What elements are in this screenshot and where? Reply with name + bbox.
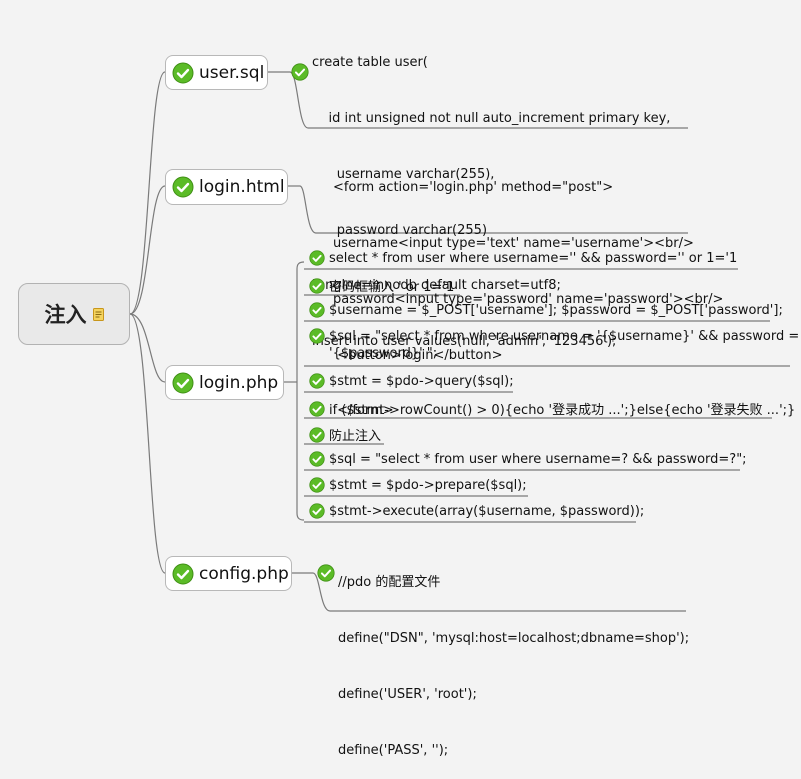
topic-label: login.php bbox=[199, 372, 279, 393]
check-icon bbox=[309, 400, 325, 417]
list-item[interactable]: select * from user where username='' && … bbox=[309, 250, 737, 266]
check-icon bbox=[309, 503, 325, 519]
code-note: //pdo 的配置文件 define("DSN", 'mysql:host=lo… bbox=[338, 537, 689, 779]
topic-user-sql[interactable]: user.sql bbox=[165, 55, 268, 90]
item-text: select * from user where username='' && … bbox=[329, 250, 738, 266]
code-line: username varchar(255), bbox=[312, 166, 495, 182]
check-icon bbox=[172, 563, 194, 585]
check-icon bbox=[309, 302, 325, 318]
code-line: )engine=innodb default charset=utf8; bbox=[312, 278, 561, 294]
code-line: define('USER', 'root'); bbox=[338, 686, 477, 702]
check-icon bbox=[309, 477, 325, 493]
list-item-continuation: '{$password}' "; bbox=[329, 346, 437, 361]
check-icon bbox=[309, 426, 325, 443]
item-text: $sql = "select * from user where usernam… bbox=[329, 451, 747, 467]
item-text: $sql = "select * from where username = '… bbox=[329, 328, 800, 344]
check-icon bbox=[291, 63, 309, 81]
root-label: 注入 bbox=[44, 303, 87, 327]
check-icon bbox=[309, 373, 325, 389]
item-text: $username = $_POST['username']; $passwor… bbox=[329, 302, 783, 318]
list-item[interactable]: $sql = "select * from where username = '… bbox=[309, 328, 799, 344]
root-topic[interactable]: 注入 bbox=[18, 283, 130, 345]
check-icon bbox=[309, 451, 325, 467]
code-line: insert into user values(null, 'admin', '… bbox=[312, 334, 617, 350]
check-icon bbox=[172, 62, 194, 84]
item-text: $stmt = $pdo->prepare($sql); bbox=[329, 477, 527, 493]
item-text: 防止注入 bbox=[329, 429, 382, 444]
topic-login-html[interactable]: login.html bbox=[165, 169, 288, 205]
list-item[interactable]: $stmt = $pdo->query($sql); bbox=[309, 373, 514, 389]
code-note: <form action='login.php' method="post"> … bbox=[333, 142, 723, 440]
topic-login-php[interactable]: login.php bbox=[165, 365, 284, 400]
topic-label: config.php bbox=[199, 563, 289, 584]
code-line: <button>login</button> bbox=[333, 347, 503, 363]
code-line: password<input type='password' name='pas… bbox=[333, 291, 724, 307]
list-item[interactable]: $stmt->execute(array($username, $passwor… bbox=[309, 503, 644, 519]
check-icon bbox=[309, 328, 325, 344]
code-line: password varchar(255) bbox=[312, 222, 488, 238]
check-icon bbox=[172, 372, 194, 394]
check-icon bbox=[309, 250, 325, 266]
list-item[interactable]: $username = $_POST['username']; $passwor… bbox=[309, 302, 783, 318]
item-text: $stmt->execute(array($username, $passwor… bbox=[329, 503, 645, 519]
check-icon bbox=[172, 176, 194, 198]
item-text: $stmt = $pdo->query($sql); bbox=[329, 373, 514, 389]
code-note: create table user( id int unsigned not n… bbox=[312, 17, 670, 370]
code-line: //pdo 的配置文件 bbox=[338, 575, 441, 591]
item-text: 密码框输入 ' or 1='1 bbox=[329, 280, 455, 295]
code-line: define('PASS', ''); bbox=[338, 742, 449, 758]
list-item[interactable]: $sql = "select * from user where usernam… bbox=[309, 451, 747, 467]
list-item[interactable]: 防止注入 bbox=[309, 425, 381, 444]
code-line: <form action='login.php' method="post"> bbox=[333, 180, 614, 196]
list-item[interactable]: $stmt = $pdo->prepare($sql); bbox=[309, 477, 527, 493]
item-text: if ($stmt->rowCount() > 0){echo '登录成功 ..… bbox=[329, 403, 796, 418]
code-line: id int unsigned not null auto_increment … bbox=[312, 110, 671, 126]
topic-label: login.html bbox=[199, 177, 285, 197]
check-icon bbox=[309, 277, 325, 294]
check-icon bbox=[317, 564, 335, 582]
topic-config-php[interactable]: config.php bbox=[165, 556, 292, 591]
topic-label: user.sql bbox=[199, 62, 265, 83]
code-line: username<input type='text' name='usernam… bbox=[333, 235, 694, 251]
list-item[interactable]: 密码框输入 ' or 1='1 bbox=[309, 276, 454, 295]
code-line: define("DSN", 'mysql:host=localhost;dbna… bbox=[338, 630, 690, 646]
code-line: create table user( bbox=[312, 55, 428, 71]
list-item[interactable]: if ($stmt->rowCount() > 0){echo '登录成功 ..… bbox=[309, 399, 795, 418]
code-line: </form> bbox=[333, 403, 394, 419]
item-text: '{$password}' "; bbox=[329, 346, 438, 361]
note-icon bbox=[92, 307, 104, 321]
